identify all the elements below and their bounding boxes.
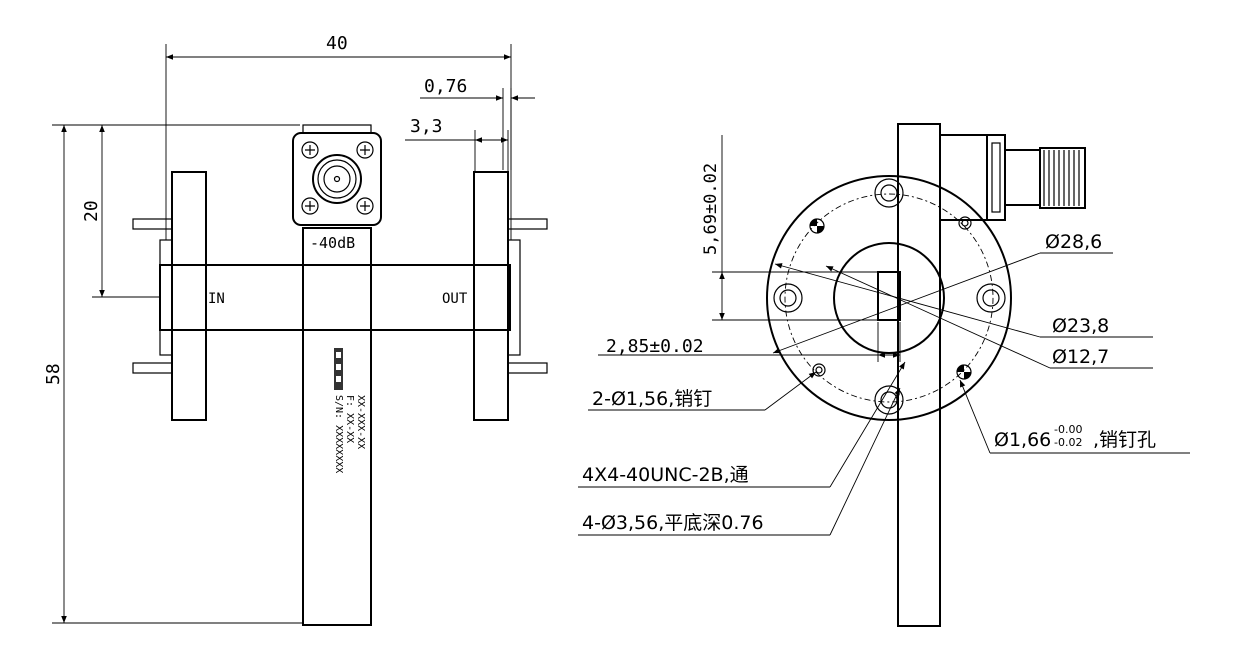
flange-out (473, 171, 509, 421)
bolt-circle (784, 193, 994, 403)
flange-in-lip (159, 239, 173, 356)
dim-238-text: Ø23,8 (1052, 315, 1109, 337)
screw-tl-icon (301, 141, 319, 159)
bolt-hole-top-icon (874, 178, 904, 208)
choke-ring (833, 242, 945, 354)
dimension-58: 58 (43, 124, 303, 624)
callout-counterbore-text: 4-Ø3,56,平底深0.76 (582, 512, 764, 534)
bolt-hole-left-icon (773, 283, 803, 313)
company-logo (334, 348, 343, 390)
callout-thread-text: 4X4-40UNC-2B,通 (582, 464, 749, 486)
sma-ring (317, 159, 357, 199)
dimension-285: 2,85±0.02 (598, 322, 901, 362)
callout-pinhole-tol-upper: -0.00 (1054, 423, 1082, 436)
waveguide-aperture (877, 271, 901, 321)
sma-outer (312, 154, 362, 204)
dim-076-text: 0,76 (424, 76, 467, 97)
dim-40-text: 40 (326, 33, 348, 54)
flange-out-lip (507, 239, 521, 356)
screw-tr-icon (356, 141, 374, 159)
callout-pins-text: 2-Ø1,56,销钉 (592, 388, 712, 410)
coupler-arm (302, 227, 372, 626)
part-label-block: XX-XXX-XX F: XX-XX S/N: XXXXXXXX (333, 395, 366, 473)
sma-inner (323, 165, 351, 193)
connector-top-lip (302, 124, 372, 134)
callout-pinhole-main: Ø1,66 (994, 429, 1051, 451)
port-out-label: OUT (442, 291, 468, 307)
dim-569-text: 5,69±0.02 (701, 163, 721, 255)
callout-pinhole-tol-lower: -0.02 (1054, 436, 1082, 449)
bolt-hole-right-icon (976, 283, 1006, 313)
right-view: 5,69±0.02 2,85±0.02 Ø28,6 Ø23,8 Ø12,7 (578, 123, 1190, 627)
dim-33-text: 3,3 (410, 116, 443, 137)
side-connector (939, 134, 1086, 221)
dim-286-text: Ø28,6 (1045, 231, 1102, 253)
callout-pinhole-suffix: ,销钉孔 (1093, 429, 1156, 451)
part-label-line-2: F: XX-XX (344, 395, 355, 443)
dim-20-text: 20 (81, 200, 102, 222)
dim-127-text: Ø12,7 (1052, 346, 1109, 368)
dimension-40: 40 (165, 33, 512, 240)
callout-pinhole: Ø1,66 -0.00 -0.02 ,销钉孔 (959, 379, 1190, 454)
dim-58-text: 58 (43, 363, 64, 385)
bolt-hole-bottom-icon (874, 385, 904, 415)
connector-block (292, 132, 382, 226)
pin-in-top (132, 218, 173, 230)
pin-out-top (507, 218, 548, 230)
round-flange (766, 175, 1012, 421)
screw-bl-icon (301, 197, 319, 215)
pinhole-bottom-right-icon (956, 364, 972, 380)
left-view: -40dB IN OUT XX-XXX-XX F: XX-XX S/N: XXX… (43, 33, 548, 626)
pin-bottom-left-icon (812, 363, 826, 377)
right-arm (897, 123, 941, 627)
part-label-line-3: S/N: XXXXXXXX (333, 395, 344, 473)
callout-counterbore: 4-Ø3,56,平底深0.76 (578, 387, 901, 536)
pinhole-top-left-icon (809, 218, 825, 234)
pin-out-bottom (507, 362, 548, 374)
pin-in-bottom (132, 362, 173, 374)
dimension-569: 5,69±0.02 (701, 135, 878, 321)
pin-top-right-icon (958, 216, 972, 230)
callout-pins: 2-Ø1,56,销钉 (588, 371, 817, 411)
dimension-33: 3,3 (405, 116, 509, 172)
flange-in (171, 171, 207, 421)
coupling-label: -40dB (310, 234, 355, 252)
callout-thread: 4X4-40UNC-2B,通 (578, 361, 906, 488)
dimension-20: 20 (81, 124, 300, 298)
dimension-076: 0,76 (420, 76, 535, 170)
port-in-label: IN (208, 291, 225, 307)
part-label-line-1: XX-XXX-XX (355, 395, 366, 449)
dimension-238: Ø23,8 (774, 263, 1153, 338)
dim-285-text: 2,85±0.02 (606, 336, 704, 357)
screw-br-icon (356, 197, 374, 215)
dimension-127: Ø12,7 (825, 265, 1153, 369)
sma-pin (333, 175, 341, 183)
